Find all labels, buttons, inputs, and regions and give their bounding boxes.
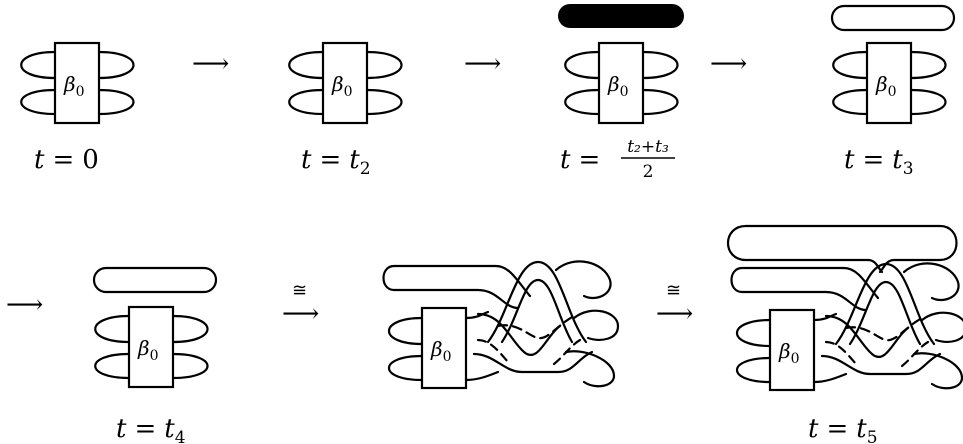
unknot-band — [830, 4, 956, 32]
beta-label: β0 — [137, 336, 158, 364]
svg-text:⟶: ⟶ — [282, 299, 319, 329]
right-cap-bottom — [97, 88, 135, 116]
frame-tmid: β0 t= t₂+t₃ 2 — [558, 4, 684, 182]
svg-text:≅: ≅ — [292, 280, 307, 301]
left-cap-top — [20, 50, 57, 80]
time-label-t5: t=t5 — [808, 414, 878, 444]
time-label-tmid: t= t₂+t₃ 2 — [560, 137, 675, 182]
time-label-t2: t=t2 — [301, 145, 371, 179]
beta-box — [865, 41, 913, 125]
time-label-t3: t=t3 — [844, 145, 914, 179]
time-label-t0: t=0 — [34, 145, 99, 175]
svg-text:⟶: ⟶ — [656, 299, 693, 329]
frame-t4: β0 t=t4 — [92, 266, 218, 444]
frame-t5: β0 t=t5 — [726, 224, 963, 444]
arrow-1: ⟶ — [192, 49, 229, 79]
beta-box — [53, 41, 101, 125]
frame-isotopy: β0 — [382, 260, 620, 390]
arrow-2: ⟶ — [464, 49, 501, 79]
beta-label: β0 — [63, 72, 84, 100]
fraction-denominator: 2 — [643, 162, 654, 182]
beta-label: β0 — [607, 72, 628, 100]
right-cap-top — [97, 50, 135, 80]
arrow-4: ⟶ — [6, 290, 43, 320]
black-band — [558, 4, 684, 28]
svg-text:≅: ≅ — [666, 280, 681, 301]
beta-box — [420, 306, 468, 390]
beta-label: β0 — [331, 72, 352, 100]
iso-arrow-1: ≅ ⟶ — [282, 280, 319, 329]
beta-label: β0 — [875, 72, 896, 100]
frame-t2: β0 t=t2 — [288, 41, 403, 179]
beta-box — [321, 41, 369, 125]
frame-t0: β0 t=0 — [20, 41, 135, 175]
beta-label: β0 — [430, 337, 451, 365]
beta-box — [127, 305, 175, 389]
unknot-band — [92, 266, 218, 294]
beta-box — [597, 41, 645, 125]
fraction-numerator: t₂+t₃ — [627, 137, 669, 157]
frame-t3: β0 t=t3 — [830, 4, 956, 179]
left-cap-bottom — [20, 88, 57, 116]
beta-box — [768, 308, 816, 392]
beta-label: β0 — [778, 339, 799, 367]
iso-arrow-2: ≅ ⟶ — [656, 280, 693, 329]
svg-text:t=: t= — [560, 145, 600, 175]
time-label-t4: t=t4 — [116, 414, 186, 444]
arrow-3: ⟶ — [710, 49, 747, 79]
